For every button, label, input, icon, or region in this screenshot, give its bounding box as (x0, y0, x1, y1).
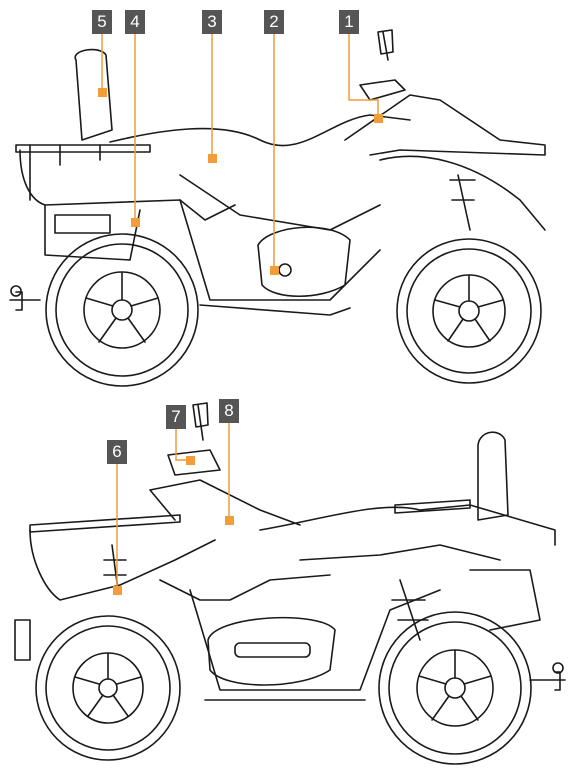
marker-4 (131, 218, 140, 227)
callout-8: 8 (219, 399, 239, 423)
callout-5: 5 (92, 10, 112, 34)
front-wheel-left-view (35, 615, 181, 761)
atv-left-side-view (14, 402, 566, 765)
front-wheel (396, 238, 542, 384)
marker-2 (270, 266, 279, 275)
marker-1 (374, 114, 383, 123)
callout-4: 4 (125, 10, 145, 34)
marker-3 (208, 154, 217, 163)
rear-wheel (45, 233, 199, 387)
marker-6 (113, 586, 122, 595)
callout-7: 7 (166, 405, 186, 429)
marker-7 (186, 456, 195, 465)
part-markers (98, 88, 383, 595)
marker-5 (98, 88, 107, 97)
callout-6: 6 (107, 440, 127, 464)
callout-1: 1 (339, 10, 359, 34)
atv-right-side-view (9, 29, 546, 387)
leader-lines (101, 34, 379, 590)
marker-8 (225, 516, 234, 525)
rear-wheel-left-view (378, 611, 532, 765)
callout-2: 2 (264, 10, 284, 34)
callout-3: 3 (202, 10, 222, 34)
